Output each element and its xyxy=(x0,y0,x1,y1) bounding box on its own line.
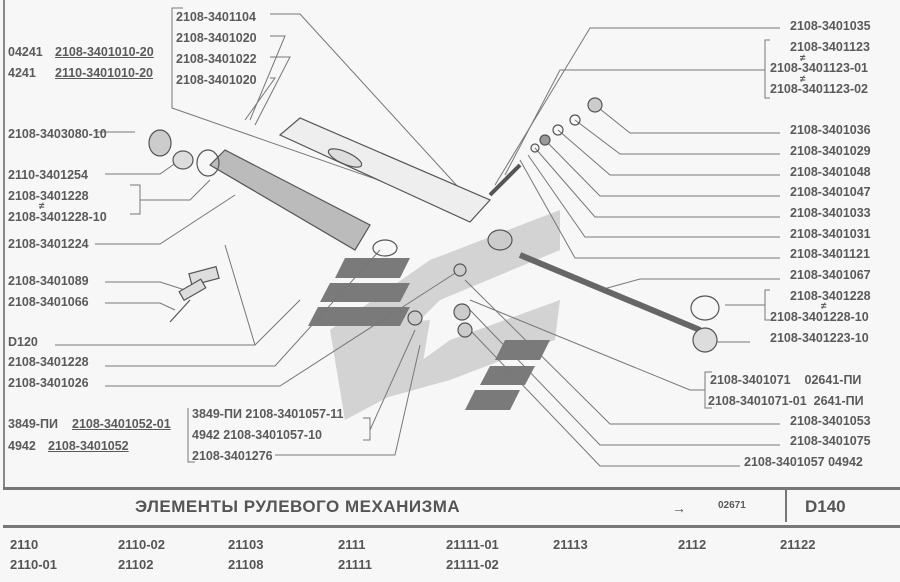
part-label: 2108-3401228 xyxy=(8,189,89,203)
part-label: 2108-3401071-01 2641-ПИ xyxy=(708,394,864,408)
part-label: 2108-3401075 xyxy=(790,434,871,448)
page-title: ЭЛЕМЕНТЫ РУЛЕВОГО МЕХАНИЗМА xyxy=(135,497,461,516)
part-label: 2108-3401121 xyxy=(790,247,870,261)
kit-part-link[interactable]: 2108-3401010-20 xyxy=(55,45,154,59)
watermark-bars xyxy=(308,258,550,410)
part-label: 2108-3401020 xyxy=(176,73,257,87)
part-label: 2108-3401228-10 xyxy=(8,210,107,224)
rack-housing xyxy=(278,117,492,223)
page-code: D140 xyxy=(805,497,846,516)
part-label: 2108-3401053 xyxy=(790,414,871,428)
kit-part-link[interactable]: 2108-3401052-01 xyxy=(72,417,171,431)
kit-prefix: 4942 xyxy=(8,439,36,453)
model-item: 2110 xyxy=(10,537,39,552)
nut xyxy=(148,129,172,157)
part-label: 2108-3401123-01 xyxy=(770,61,869,75)
part-label: 2108-3401047 xyxy=(790,185,871,199)
model-item: 2110-02 xyxy=(118,537,165,552)
not-equal-sign: ≠ xyxy=(39,201,45,212)
part-label: 2108-3403080-10 xyxy=(8,127,107,141)
model-item: 21113 xyxy=(553,537,588,552)
kit-part-link[interactable]: 2108-3401052 xyxy=(48,439,129,453)
arrow-right-icon: → xyxy=(672,500,686,516)
boot xyxy=(209,149,371,251)
model-item: 2110-01 xyxy=(10,557,57,572)
part-label: 2108-3401031 xyxy=(790,227,871,241)
part-label: 4942 2108-3401057-10 xyxy=(192,428,322,442)
section-ref-label[interactable]: D120 xyxy=(8,335,38,349)
kit-prefix: 3849-ПИ xyxy=(8,417,58,431)
part-label: 2108-3401089 xyxy=(8,274,89,288)
part-label: 2108-3401020 xyxy=(176,31,257,45)
kit-prefix: 04241 xyxy=(8,45,43,59)
part-label: 2108-3401066 xyxy=(8,295,89,309)
part-label: 2108-3401228 xyxy=(8,355,89,369)
part-label: 2108-3401224 xyxy=(8,237,89,251)
part-label: 2108-3401104 xyxy=(176,10,256,24)
part-label: 2108-3401123-02 xyxy=(770,82,869,96)
part-label: 2108-3401123 xyxy=(790,40,870,54)
part-label: 2108-3401228 xyxy=(790,289,871,303)
model-item: 2111 xyxy=(338,537,366,552)
model-item: 21102 xyxy=(118,557,154,572)
part-label: 2108-3401071 02641-ПИ xyxy=(710,373,862,387)
model-item: 21108 xyxy=(228,557,264,572)
part-label: 2108-3401026 xyxy=(8,376,89,390)
model-item: 21111-02 xyxy=(446,557,499,572)
model-item: 21122 xyxy=(780,537,816,552)
reference-number[interactable]: 02671 xyxy=(718,500,746,511)
title-bar xyxy=(3,487,900,528)
part-label: 2108-3401067 xyxy=(790,268,871,282)
watermark-logo xyxy=(330,210,560,420)
not-equal-sign: ≠ xyxy=(800,74,806,85)
part-label: 2108-3401057 04942 xyxy=(744,455,863,469)
part-label: 2108-3401048 xyxy=(790,165,871,179)
frame-border xyxy=(3,0,5,490)
model-item: 2112 xyxy=(678,537,707,552)
part-label: 2110-3401254 xyxy=(8,168,88,182)
kit-prefix: 4241 xyxy=(8,66,36,80)
not-equal-sign: ≠ xyxy=(821,301,827,312)
part-label: 3849-ПИ 2108-3401057-11 xyxy=(192,407,344,421)
model-item: 21111 xyxy=(338,557,372,572)
model-item: 21111-01 xyxy=(446,537,499,552)
rack-bar xyxy=(518,252,702,333)
not-equal-sign: ≠ xyxy=(800,53,806,64)
part-label: 2108-3401276 xyxy=(192,449,273,463)
part-label: 2108-3401223-10 xyxy=(770,331,869,345)
kit-part-link[interactable]: 2110-3401010-20 xyxy=(55,66,154,80)
part-label: 2108-3401228-10 xyxy=(770,310,869,324)
part-label: 2108-3401036 xyxy=(790,123,871,137)
model-item: 21103 xyxy=(228,537,264,552)
part-label: 2108-3401022 xyxy=(176,52,257,66)
part-label: 2108-3401029 xyxy=(790,144,871,158)
part-label: 2108-3401035 xyxy=(790,19,871,33)
part-label: 2108-3401033 xyxy=(790,206,871,220)
steering-rack-diagram xyxy=(55,7,780,467)
divider xyxy=(785,490,787,522)
